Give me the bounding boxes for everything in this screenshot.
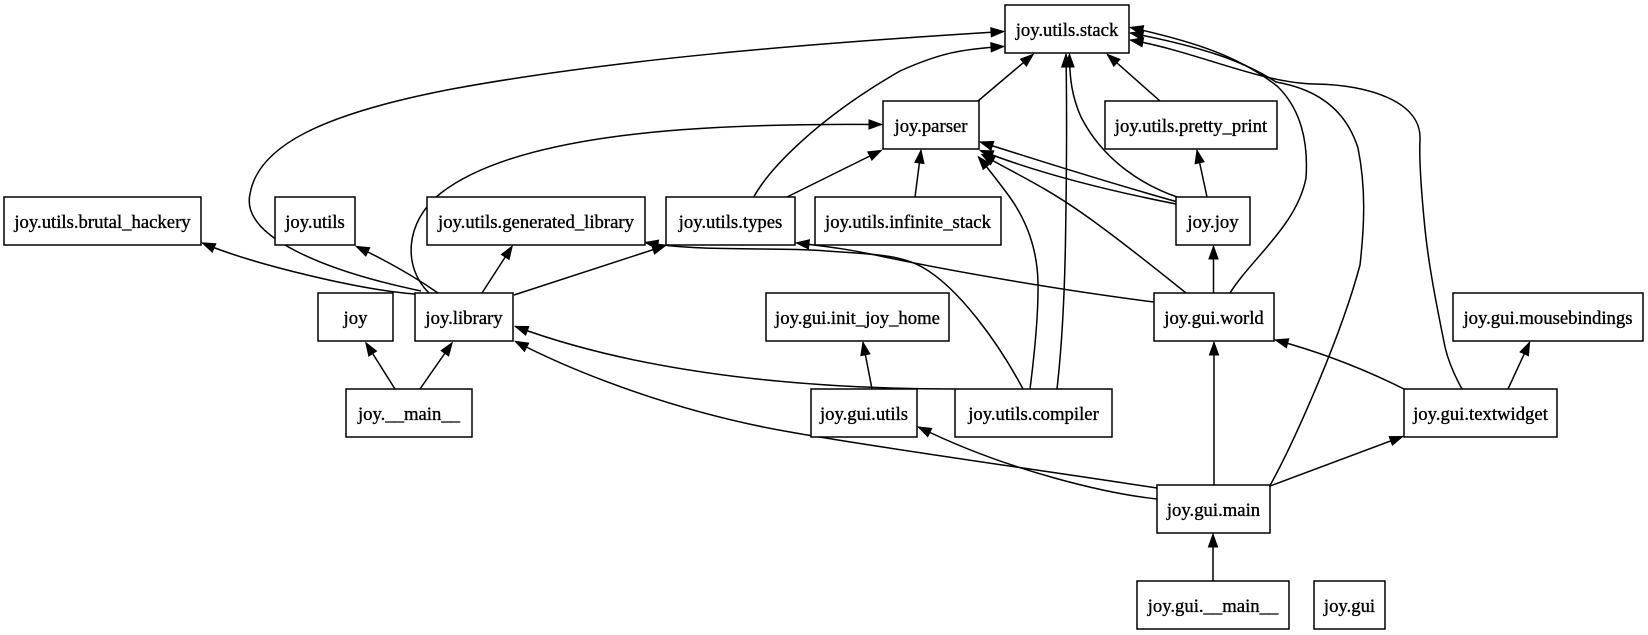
- svg-text:joy.utils.types: joy.utils.types: [678, 212, 783, 233]
- svg-text:joy.joy: joy.joy: [1186, 212, 1239, 233]
- svg-text:joy.utils.stack: joy.utils.stack: [1015, 20, 1119, 41]
- svg-text:joy.utils.brutal_hackery: joy.utils.brutal_hackery: [13, 212, 191, 233]
- svg-text:joy.utils.generated_library: joy.utils.generated_library: [437, 212, 635, 233]
- svg-text:joy.utils.compiler: joy.utils.compiler: [967, 404, 1099, 425]
- svg-text:joy.gui.init_joy_home: joy.gui.init_joy_home: [774, 308, 940, 329]
- svg-text:joy.gui.mousebindings: joy.gui.mousebindings: [1462, 308, 1632, 329]
- svg-text:joy.library: joy.library: [424, 308, 503, 329]
- svg-text:joy: joy: [343, 308, 369, 329]
- svg-text:joy.utils: joy.utils: [284, 212, 345, 233]
- svg-text:joy.gui.__main__: joy.gui.__main__: [1147, 596, 1279, 617]
- svg-text:joy.parser: joy.parser: [894, 116, 969, 137]
- svg-text:joy.gui.utils: joy.gui.utils: [819, 404, 908, 425]
- svg-text:joy.__main__: joy.__main__: [357, 404, 461, 425]
- svg-text:joy.gui: joy.gui: [1323, 596, 1375, 617]
- svg-text:joy.utils.pretty_print: joy.utils.pretty_print: [1114, 116, 1268, 137]
- svg-text:joy.gui.textwidget: joy.gui.textwidget: [1412, 404, 1549, 425]
- svg-text:joy.gui.main: joy.gui.main: [1166, 500, 1261, 521]
- svg-text:joy.utils.infinite_stack: joy.utils.infinite_stack: [824, 212, 992, 233]
- svg-text:joy.gui.world: joy.gui.world: [1163, 308, 1264, 329]
